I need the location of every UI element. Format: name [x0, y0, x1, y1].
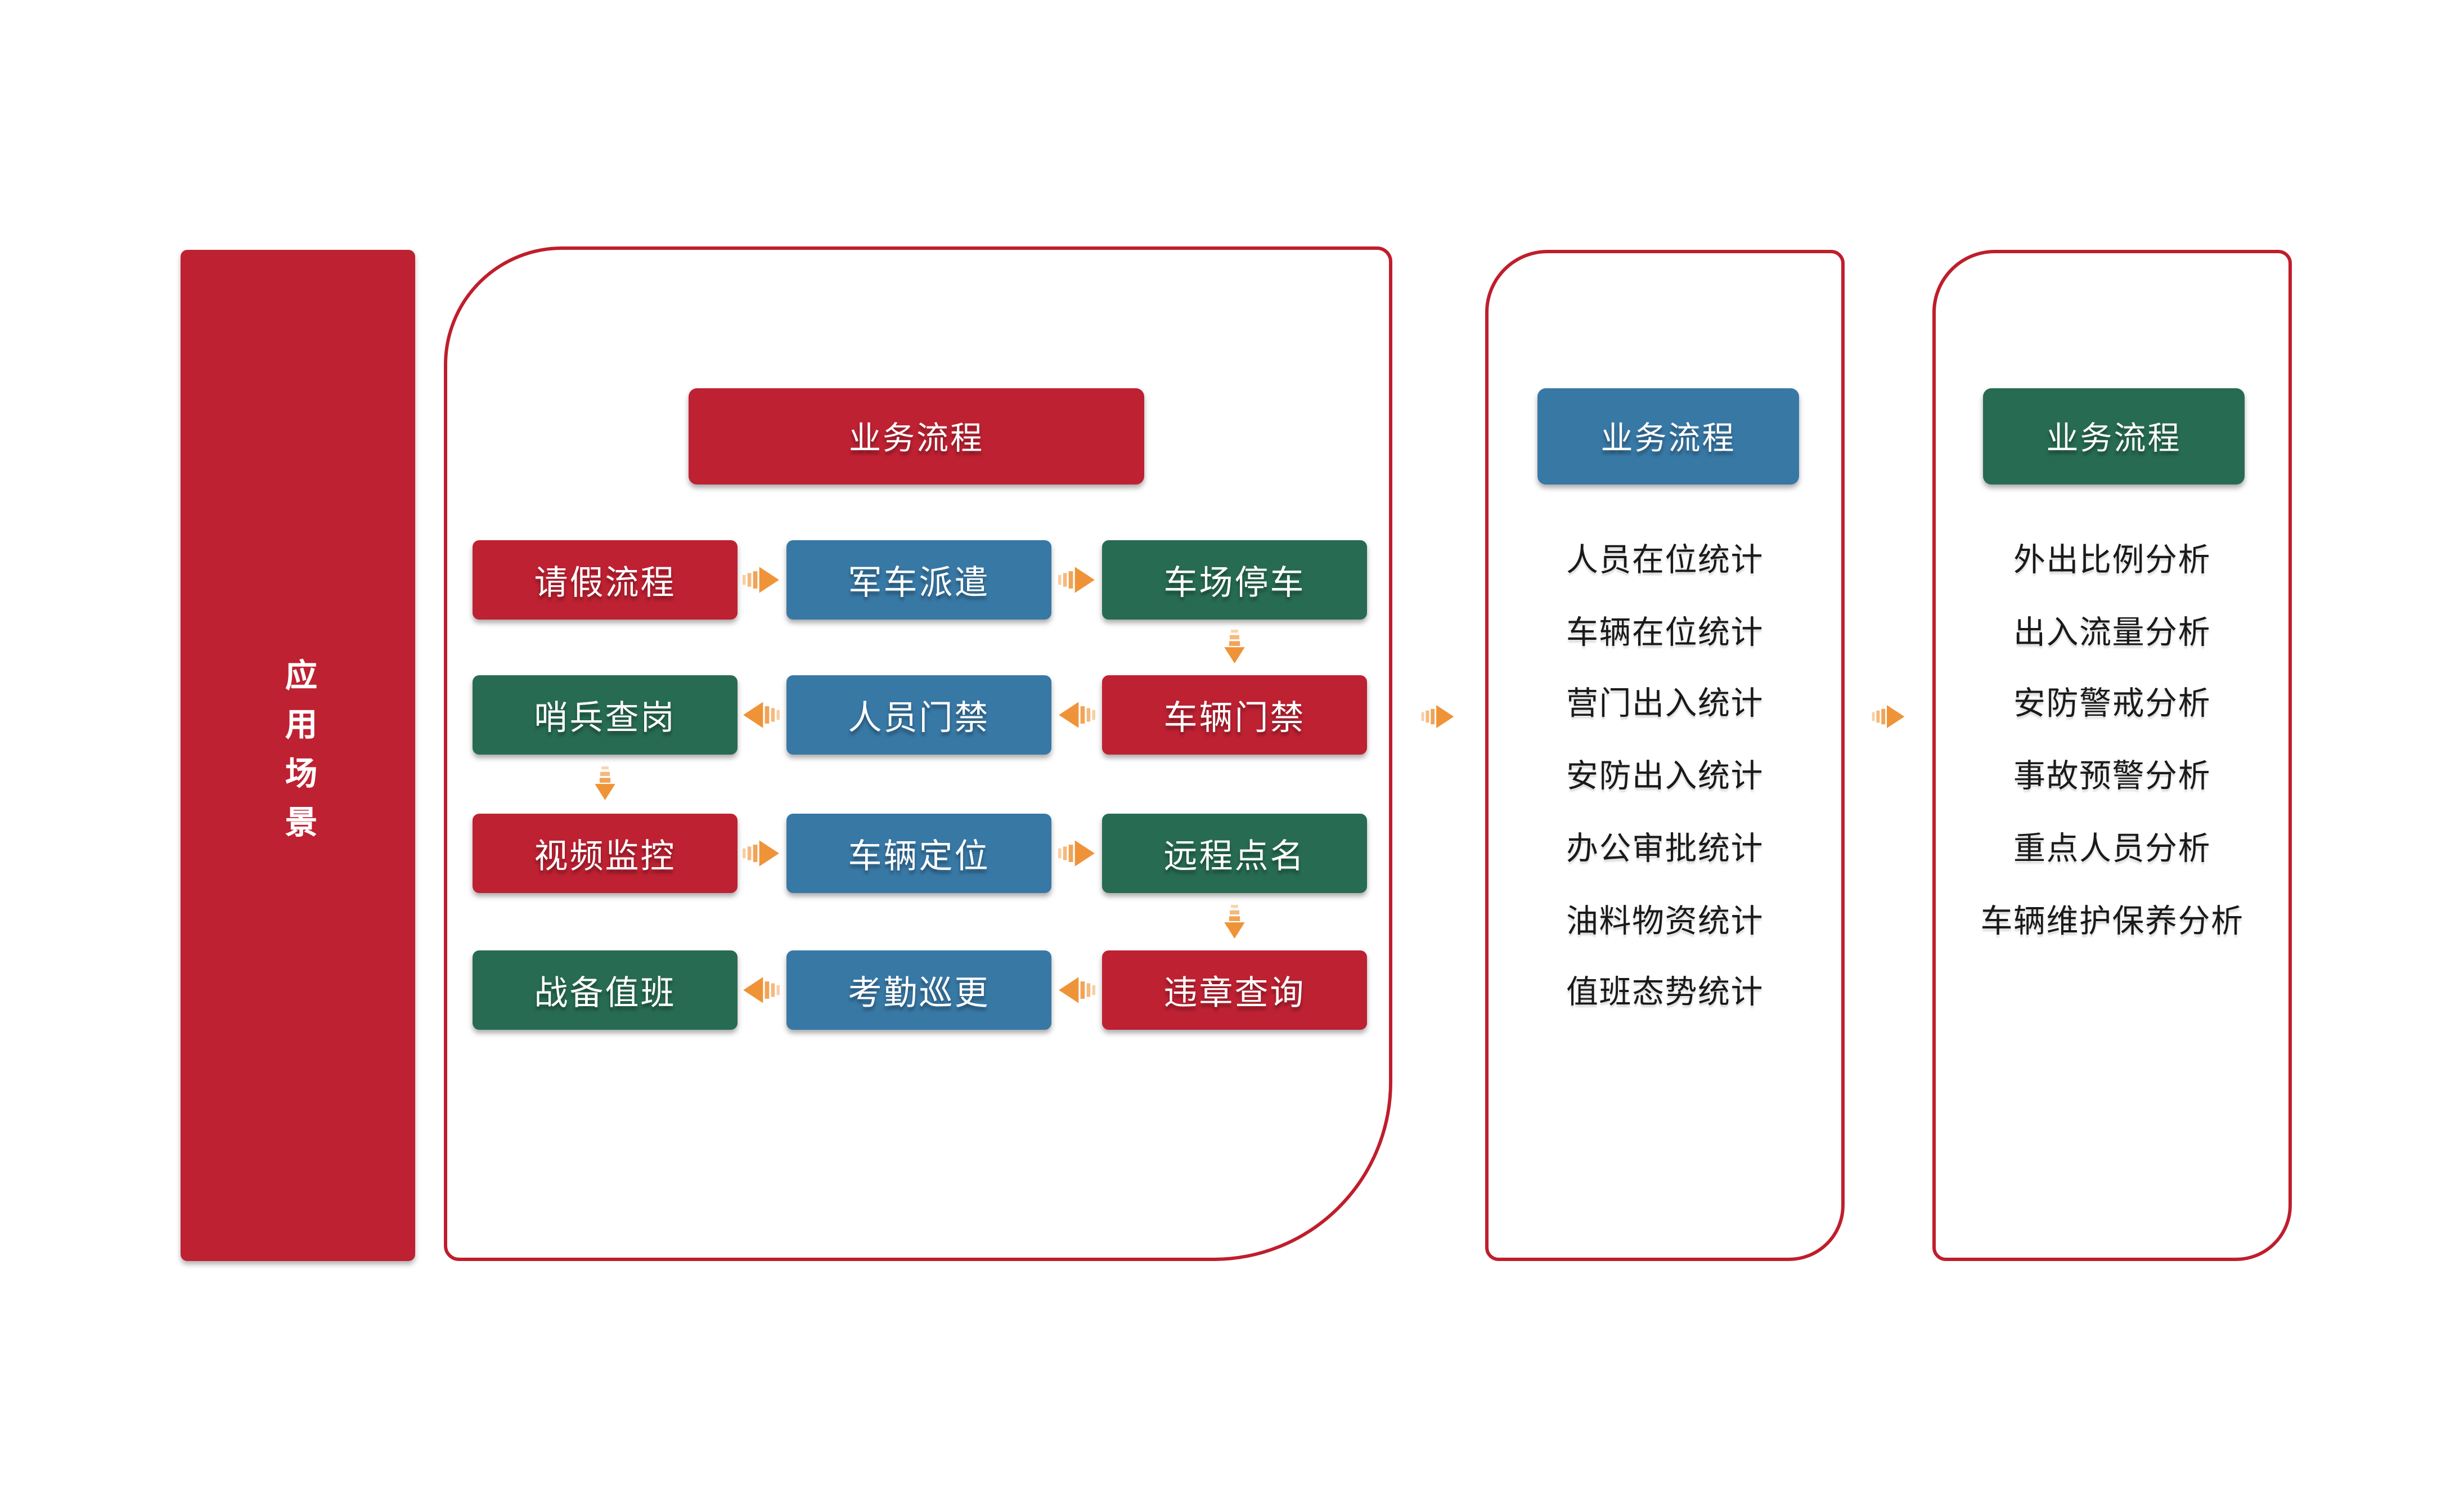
analysis-item: 外出比例分析 — [2013, 542, 2211, 578]
analysis-item: 重点人员分析 — [2013, 831, 2211, 867]
flow-panel-header: 业务流程 — [689, 388, 1144, 484]
stats-item: 油料物资统计 — [1566, 904, 1764, 940]
flow-node-remote-rollcall: 远程点名 — [1102, 814, 1367, 893]
flow-node-violation-query: 违章查询 — [1102, 950, 1367, 1030]
flow-arrow-right-icon — [743, 839, 780, 868]
stats-item: 人员在位统计 — [1566, 542, 1764, 578]
panel-link-arrow-icon — [1421, 704, 1455, 729]
flow-arrow-left-icon — [743, 976, 780, 1004]
analysis-item: 事故预警分析 — [2013, 759, 2211, 795]
flow-node-vehicle-access: 车辆门禁 — [1102, 675, 1367, 755]
analysis-item: 安防警戒分析 — [2013, 686, 2211, 722]
flow-node-video-monitor: 视频监控 — [473, 814, 738, 893]
application-scenario-label: 应用场景 — [280, 657, 316, 854]
flow-node-vehicle-locating: 车辆定位 — [786, 814, 1051, 893]
analysis-panel-header: 业务流程 — [1983, 388, 2245, 484]
flow-node-combat-duty: 战备值班 — [473, 950, 738, 1030]
stats-item: 营门出入统计 — [1566, 686, 1764, 722]
stats-item: 车辆在位统计 — [1566, 615, 1764, 651]
flow-arrow-down-icon — [1224, 905, 1246, 939]
flow-node-sentry-check: 哨兵查岗 — [473, 675, 738, 755]
panel-link-arrow-icon — [1872, 704, 1905, 729]
flow-arrow-left-icon — [1058, 701, 1095, 729]
stats-item: 办公审批统计 — [1566, 831, 1764, 867]
stats-item: 值班态势统计 — [1566, 975, 1764, 1011]
flow-arrow-right-icon — [1058, 839, 1095, 868]
flow-node-lot-parking: 车场停车 — [1102, 540, 1367, 620]
stats-item: 安防出入统计 — [1566, 759, 1764, 795]
statistics-panel-header: 业务流程 — [1537, 388, 1799, 484]
flow-arrow-left-icon — [1058, 976, 1095, 1004]
flow-node-personnel-access: 人员门禁 — [786, 675, 1051, 755]
flow-node-attendance-patrol: 考勤巡更 — [786, 950, 1051, 1030]
flow-arrow-left-icon — [743, 701, 780, 729]
flow-arrow-down-icon — [594, 766, 616, 800]
flow-node-vehicle-dispatch: 军车派遣 — [786, 540, 1051, 620]
flow-node-leave-process: 请假流程 — [473, 540, 738, 620]
analysis-item: 出入流量分析 — [2013, 615, 2211, 651]
flow-arrow-right-icon — [1058, 566, 1095, 594]
flow-arrow-down-icon — [1224, 630, 1246, 663]
application-scenario-banner: 应用场景 — [181, 250, 415, 1261]
analysis-item: 车辆维护保养分析 — [1980, 904, 2244, 940]
flow-arrow-right-icon — [743, 566, 780, 594]
